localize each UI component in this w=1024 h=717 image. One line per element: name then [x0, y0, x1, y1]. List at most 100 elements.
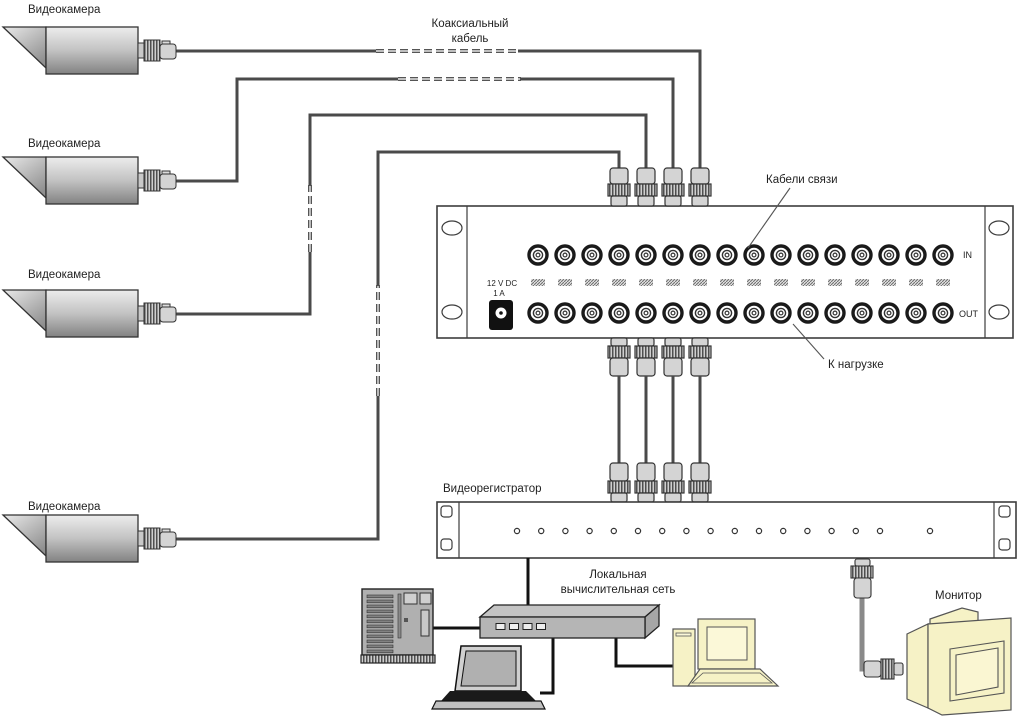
indicator-hole — [828, 527, 835, 535]
bnc-plug-body — [690, 462, 710, 482]
indicator-hole — [634, 527, 642, 535]
bnc-plug-cap — [691, 195, 709, 207]
mount-hole — [998, 538, 1011, 551]
bnc-center-pin — [535, 252, 541, 258]
switch-port — [495, 623, 506, 630]
bnc-plug-cap — [610, 337, 628, 347]
indicator-hole — [683, 527, 690, 535]
camera-1 — [2, 26, 177, 75]
camera-4-label: Видеокамера — [28, 501, 101, 513]
bnc-connector — [662, 244, 684, 266]
bnc-connector — [689, 244, 711, 266]
dip-switch-row — [531, 279, 950, 286]
bnc-plug-ring — [634, 480, 658, 494]
vent-slat — [366, 634, 394, 639]
dip-mark — [720, 279, 734, 286]
bnc-plug-body — [609, 167, 629, 185]
crt-back — [906, 623, 929, 709]
bnc-plug-body — [609, 462, 629, 482]
bnc-connector — [878, 302, 900, 324]
bnc-center-pin — [724, 310, 730, 316]
network-cables — [433, 558, 673, 695]
camera-2 — [2, 156, 177, 205]
bnc-plug-cap — [637, 492, 655, 503]
bnc-connector — [932, 244, 954, 266]
pc-tower — [672, 628, 696, 687]
bnc-plug-cap — [664, 195, 682, 207]
pc-keyboard — [686, 668, 780, 687]
dip-mark — [612, 279, 626, 286]
dip-mark — [882, 279, 896, 286]
recorder-indicator-row — [513, 527, 934, 535]
lan-label-line2: вычислительная сеть — [561, 584, 676, 596]
dip-mark — [558, 279, 572, 286]
bnc-center-pin — [859, 310, 865, 316]
bnc-connector — [608, 302, 630, 324]
bnc-center-pin — [643, 310, 649, 316]
crt-screen — [955, 647, 999, 696]
bnc-connector — [608, 244, 630, 266]
bnc-connector — [824, 244, 846, 266]
bnc-plug-cap — [637, 337, 655, 347]
switch-port — [509, 623, 519, 630]
bnc-connector — [635, 244, 657, 266]
bnc-center-pin — [805, 252, 811, 258]
desktop-pc — [672, 618, 780, 687]
bnc-connector — [743, 244, 765, 266]
bnc-center-pin — [832, 252, 838, 258]
indicator-hole — [731, 527, 739, 535]
coax-cable-4b — [376, 150, 621, 286]
power-label-line2: 1 A — [493, 289, 505, 298]
bnc-connector — [905, 244, 927, 266]
bnc-connector — [770, 244, 792, 266]
bnc-plug-tip — [893, 662, 904, 676]
bnc-plug-body — [609, 357, 629, 377]
server-base — [360, 654, 436, 664]
bnc-connector — [797, 244, 819, 266]
camera-3 — [2, 289, 177, 338]
bnc-connector — [824, 302, 846, 324]
bnc-center-pin — [886, 310, 892, 316]
bnc-center-pin — [562, 252, 568, 258]
bnc-connector — [689, 302, 711, 324]
pc-screen — [706, 626, 748, 661]
bnc-center-pin — [805, 310, 811, 316]
bnc-plug-ring — [634, 183, 658, 197]
vent-slat — [366, 624, 394, 629]
mount-hole — [440, 538, 453, 551]
server-tower — [360, 588, 436, 664]
bnc-connector — [851, 244, 873, 266]
bnc-center-pin — [535, 310, 541, 316]
bnc-connector — [581, 244, 603, 266]
camera-2-label: Видеокамера — [28, 138, 101, 150]
bnc-connector — [905, 302, 927, 324]
vent-slat — [366, 619, 394, 624]
bnc-connector — [878, 244, 900, 266]
power-jack-pin-center — [499, 311, 503, 315]
dip-mark — [774, 279, 788, 286]
bnc-center-pin — [859, 252, 865, 258]
dip-mark — [747, 279, 761, 286]
vent-slat — [366, 629, 394, 634]
bnc-connector — [770, 302, 792, 324]
bnc-plug-body — [636, 462, 656, 482]
indicator-hole — [852, 527, 860, 535]
bnc-plug-body — [636, 357, 656, 377]
bnc-center-pin — [670, 252, 676, 258]
vent-slat — [366, 604, 394, 609]
cable-break-4 — [376, 285, 380, 396]
bnc-plug-ring — [688, 480, 712, 494]
camera-3-label: Видеокамера — [28, 269, 101, 281]
out-port-label: OUT — [959, 309, 979, 319]
switch-to-laptop-cable — [540, 638, 555, 695]
drive-bay — [403, 592, 418, 605]
dip-mark — [801, 279, 815, 286]
bnc-plug-cap — [610, 195, 628, 207]
bnc-connector — [527, 302, 549, 324]
bnc-plug-cap — [691, 337, 709, 347]
bnc-plug-ring — [688, 183, 712, 197]
bnc-plug-ring — [880, 658, 895, 680]
bnc-plug-ring — [850, 565, 874, 579]
bnc-connector — [662, 302, 684, 324]
